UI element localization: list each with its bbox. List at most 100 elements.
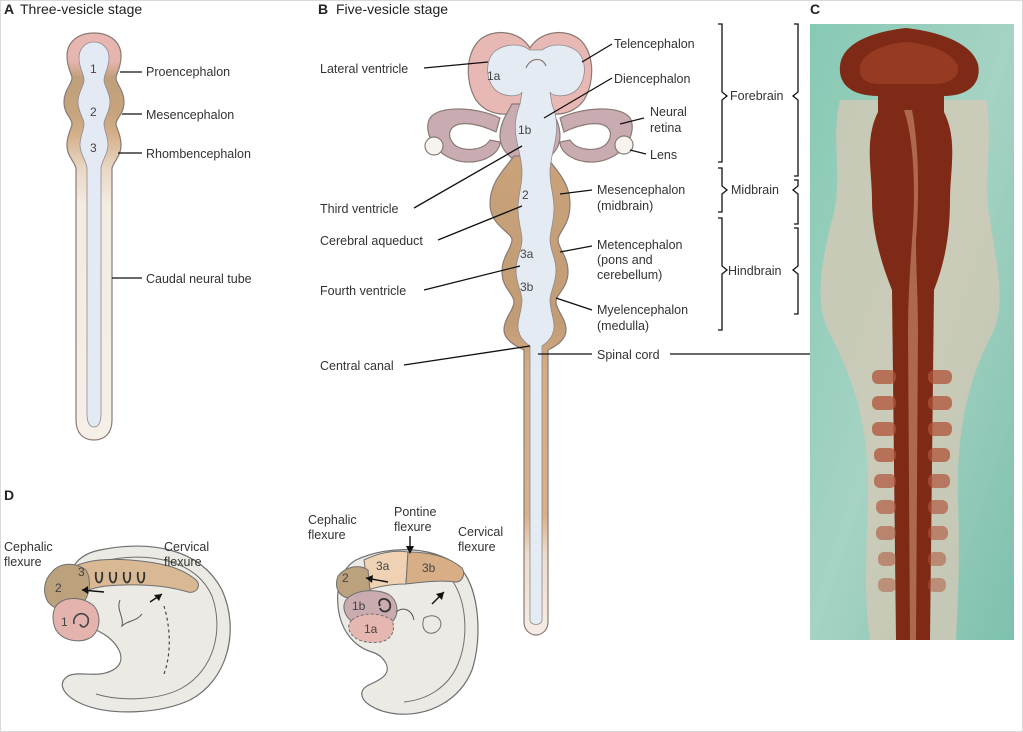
left-embryo-forebrain (52, 598, 100, 642)
left-embryo-number-2: 2 (55, 581, 62, 595)
label-mesencephalon: Mesencephalon (146, 108, 234, 122)
left-optic-cup (427, 108, 501, 163)
photo-head-highlight (859, 42, 959, 84)
right-embryo-number-1b: 1b (352, 599, 366, 613)
panel-a-letter: A (4, 1, 14, 17)
left-embryo-number-1: 1 (61, 615, 68, 629)
right-embryo-pharyngeal (395, 608, 415, 621)
label-myelencephalon-line1: Myelencephalon (597, 303, 688, 317)
bracket-left-forebrain (718, 23, 729, 163)
label-spinal-cord: Spinal cord (597, 348, 660, 362)
leader-cerebral-aqueduct (437, 205, 523, 241)
right-embryo-label-cervical-line2: flexure (458, 540, 496, 554)
panel-b-title: Five-vesicle stage (336, 1, 448, 17)
photo-somites (872, 370, 952, 592)
leader-lens (629, 149, 647, 155)
panel-c-letter: C (810, 1, 820, 17)
label-telencephalon: Telencephalon (614, 37, 695, 51)
label-hindbrain: Hindbrain (728, 264, 782, 278)
right-optic-cup (559, 108, 633, 163)
vesicle-number-3b: 3b (520, 280, 534, 294)
right-embryo-label-cephalic-line2: flexure (308, 528, 346, 542)
right-embryo-otic (422, 615, 442, 634)
panel-b-neural-tube: 1a 1b 2 3a 3b Lateral ventricle Third ve… (320, 23, 894, 636)
right-embryo-optic-curl (378, 598, 392, 613)
left-embryo-neuromeres (94, 571, 146, 584)
right-embryo-label-cephalic-line1: Cephalic (308, 513, 357, 527)
label-midbrain: Midbrain (731, 183, 779, 197)
right-embryo-label-pontine-line2: flexure (394, 520, 432, 534)
vesicle-number-1: 1 (90, 62, 97, 76)
panel-a-neural-tube: 1 2 3 Proencephalon Mesencephalon Rhombe… (63, 32, 252, 441)
vesicle-number-1a: 1a (487, 69, 501, 83)
right-embryo-arrowhead-pontine (406, 546, 414, 554)
label-neural-retina-line2: retina (650, 121, 681, 135)
label-mesencephalon-line1: Mesencephalon (597, 183, 685, 197)
left-embryo-number-3: 3 (78, 565, 85, 579)
left-embryo-arrowhead-cervical (154, 594, 162, 601)
panel-c-embryo-photo (810, 24, 1014, 640)
label-proencephalon: Proencephalon (146, 65, 230, 79)
leader-central-canal (403, 345, 531, 366)
vesicle-number-3a: 3a (520, 247, 534, 261)
left-embryo-label-cephalic-line2: flexure (4, 555, 42, 569)
leader-fourth-ventricle (423, 265, 521, 291)
leader-lateral-ventricle (423, 61, 489, 69)
panel-b-heading: B Five-vesicle stage (318, 1, 448, 17)
label-cerebral-aqueduct: Cerebral aqueduct (320, 234, 423, 248)
left-embryo-hindbrain (65, 558, 199, 599)
bracket-right-hindbrain (791, 227, 799, 315)
label-metencephalon-line2: (pons and (597, 253, 653, 267)
label-lens: Lens (650, 148, 677, 162)
leader-myelencephalon (555, 297, 593, 311)
right-embryo-arrowhead-cephalic (366, 575, 373, 583)
leader-mesencephalon (559, 189, 593, 195)
bracket-right-midbrain (791, 179, 799, 225)
right-embryo-vesicle-3b (405, 551, 465, 585)
leader-neural-retina (619, 117, 645, 125)
vesicle-number-2: 2 (522, 188, 529, 202)
telencephalon-midline (525, 58, 547, 69)
panel-b-letter: B (318, 1, 328, 17)
right-embryo-number-3a: 3a (376, 559, 390, 573)
leader-telencephalon (581, 43, 613, 63)
three-vesicle-lumen (77, 41, 111, 428)
left-embryo-pharyngeal (118, 599, 143, 628)
label-fourth-ventricle: Fourth ventricle (320, 284, 406, 298)
vesicle-number-3: 3 (90, 141, 97, 155)
label-forebrain: Forebrain (730, 89, 784, 103)
label-rhombencephalon: Rhombencephalon (146, 147, 251, 161)
leader-metencephalon (559, 245, 593, 253)
label-mesencephalon-line2: (midbrain) (597, 199, 653, 213)
label-central-canal: Central canal (320, 359, 394, 373)
left-embryo-label-cephalic-line1: Cephalic (4, 540, 53, 554)
label-myelencephalon-line2: (medulla) (597, 319, 649, 333)
bracket-right-forebrain (791, 23, 799, 177)
right-lens (614, 135, 634, 155)
left-embryo-label-cervical-line2: flexure (164, 555, 202, 569)
right-embryo-vesicle-1a (348, 613, 394, 643)
left-embryo-somite-line (163, 605, 170, 675)
panel-a-heading: A Three-vesicle stage (4, 1, 142, 17)
right-embryo-number-1a: 1a (364, 622, 378, 636)
left-embryo-optic-curl (73, 612, 90, 628)
left-embryo-inner-contour (95, 556, 218, 700)
photo-neural-tube-highlight (904, 110, 919, 640)
left-embryo-arrowhead-cephalic (82, 586, 88, 594)
label-metencephalon-line1: Metencephalon (597, 238, 683, 252)
leader-third-ventricle (413, 145, 523, 209)
right-embryo-number-2: 2 (342, 571, 349, 585)
label-metencephalon-line3: cerebellum) (597, 268, 662, 282)
label-lateral-ventricle: Lateral ventricle (320, 62, 408, 76)
panel-a-title: Three-vesicle stage (20, 1, 142, 17)
label-third-ventricle: Third ventricle (320, 202, 399, 216)
left-embryo-label-cervical-line1: Cervical (164, 540, 209, 554)
left-lens (424, 136, 444, 156)
panel-d-left-embryo: 2 1 3 Cephalic flexure Cervical flexure (4, 540, 231, 713)
label-diencephalon: Diencephalon (614, 72, 690, 86)
ventricular-system-lumen (487, 44, 585, 625)
right-embryo-arrowhead-cervical (436, 592, 444, 600)
vesicle-number-1b: 1b (518, 123, 532, 137)
